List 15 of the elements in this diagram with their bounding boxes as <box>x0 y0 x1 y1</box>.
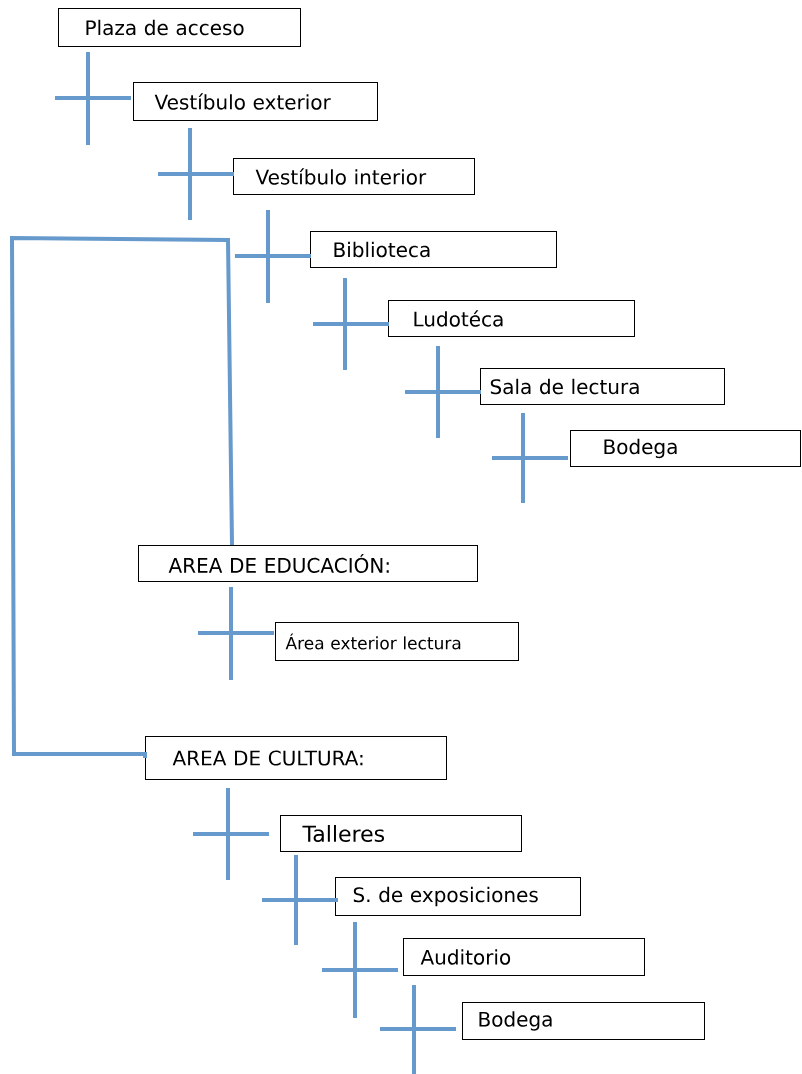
process-box: Talleres <box>280 815 522 852</box>
process-box: Área exterior lectura <box>275 622 519 661</box>
process-box: AREA DE CULTURA: <box>145 736 447 780</box>
process-box: Vestíbulo interior <box>233 158 475 195</box>
process-box: Ludotéca <box>388 300 635 337</box>
process-box: Biblioteca <box>310 231 557 268</box>
process-box: AREA DE EDUCACIÓN: <box>138 545 478 582</box>
process-box: Auditorio <box>403 938 645 976</box>
process-box: Vestíbulo exterior <box>133 82 378 121</box>
process-box: Plaza de acceso <box>58 8 301 47</box>
bracket-connector <box>10 236 234 760</box>
process-box: S. de exposiciones <box>335 877 581 916</box>
process-box: Bodega <box>570 430 801 467</box>
process-box: Bodega <box>462 1002 705 1040</box>
process-box: Sala de lectura <box>480 368 725 405</box>
